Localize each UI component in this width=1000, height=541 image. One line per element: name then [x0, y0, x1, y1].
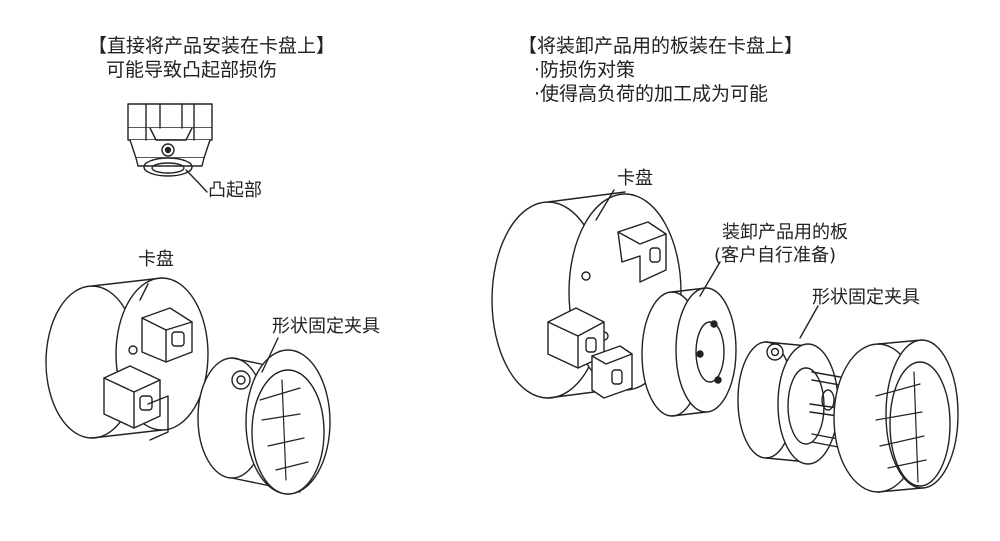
- right-bullet-1: ·防损伤对策: [534, 59, 636, 81]
- plate-illustration: [641, 261, 737, 417]
- label-right-chuck: 卡盘: [617, 168, 653, 189]
- left-heading: 【直接将产品安装在卡盘上】: [88, 35, 336, 57]
- label-plate-line2: (客户自行准备): [714, 245, 837, 266]
- right-heading: 【将装卸产品用的板装在卡盘上】: [518, 35, 804, 57]
- label-plate-line1: 装卸产品用的板: [722, 222, 848, 243]
- left-fixture-illustration: [197, 337, 331, 495]
- label-bump: 凸起部: [208, 180, 262, 201]
- label-right-fixture: 形状固定夹具: [812, 287, 920, 308]
- bump-detail-illustration: [127, 103, 213, 193]
- left-chuck-illustration: [45, 277, 209, 441]
- right-bullet-2: ·使得高负荷的加工成为可能: [534, 83, 769, 105]
- right-fixture-illustration: [737, 305, 959, 493]
- label-left-chuck: 卡盘: [138, 249, 174, 270]
- label-left-fixture: 形状固定夹具: [272, 316, 380, 337]
- left-note: 可能导致凸起部损伤: [106, 59, 278, 81]
